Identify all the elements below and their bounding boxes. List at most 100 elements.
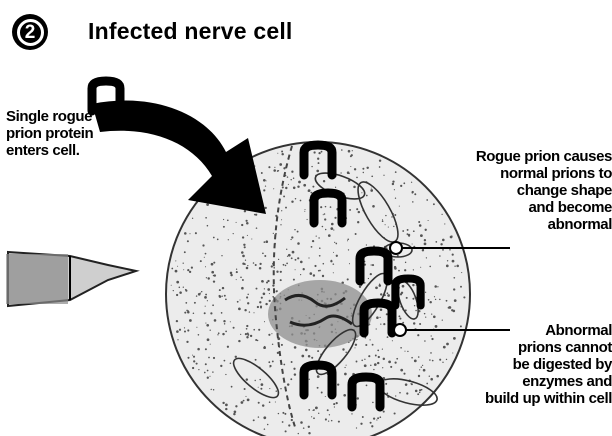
stipple-dot xyxy=(273,188,274,189)
stipple-dot xyxy=(230,274,232,276)
stipple-dot xyxy=(207,277,209,279)
stipple-dot xyxy=(184,327,185,328)
stipple-dot xyxy=(311,357,313,359)
stipple-dot xyxy=(211,263,214,266)
stipple-dot xyxy=(179,329,181,331)
stipple-dot xyxy=(312,240,314,242)
stipple-dot xyxy=(380,309,383,312)
stipple-dot xyxy=(198,369,199,370)
stipple-dot xyxy=(379,284,382,287)
stipple-dot xyxy=(424,340,426,342)
stipple-dot xyxy=(401,292,403,294)
stipple-dot xyxy=(311,416,312,417)
stipple-dot xyxy=(281,219,282,220)
stipple-dot xyxy=(213,262,215,264)
stipple-dot xyxy=(269,293,270,294)
stipple-dot xyxy=(175,260,176,261)
stipple-dot xyxy=(388,227,389,228)
stipple-dot xyxy=(376,328,377,329)
stipple-dot xyxy=(282,421,284,423)
stipple-dot xyxy=(418,356,420,358)
stipple-dot xyxy=(379,159,381,161)
stipple-dot xyxy=(291,257,293,259)
stipple-dot xyxy=(364,364,367,367)
stipple-dot xyxy=(431,335,432,336)
stipple-dot xyxy=(244,263,246,265)
stipple-dot xyxy=(250,335,252,337)
stipple-dot xyxy=(398,270,400,272)
stipple-dot xyxy=(221,312,223,314)
stipple-dot xyxy=(435,241,437,243)
stipple-dot xyxy=(175,270,178,273)
stipple-dot xyxy=(222,333,224,335)
stipple-dot xyxy=(356,177,358,179)
stipple-dot xyxy=(429,266,431,268)
stipple-dot xyxy=(237,301,239,303)
label-abnormal-prions: Abnormal prions cannot be digested by en… xyxy=(485,322,612,407)
stipple-dot xyxy=(294,346,297,349)
stipple-dot xyxy=(240,277,242,279)
stipple-dot xyxy=(192,355,193,356)
stipple-dot xyxy=(246,378,248,380)
stipple-dot xyxy=(410,383,411,384)
stipple-dot xyxy=(291,419,293,421)
stipple-dot xyxy=(305,349,308,352)
stipple-dot xyxy=(362,168,364,170)
stipple-dot xyxy=(206,324,209,327)
stipple-dot xyxy=(425,229,427,231)
stipple-dot xyxy=(323,180,325,182)
stipple-dot xyxy=(184,312,186,314)
stipple-dot xyxy=(415,390,418,393)
stipple-dot xyxy=(317,158,319,160)
stipple-dot xyxy=(379,317,380,318)
stipple-dot xyxy=(424,243,427,246)
stipple-dot xyxy=(193,360,195,362)
stipple-dot xyxy=(265,207,267,209)
stipple-dot xyxy=(278,259,279,260)
stipple-dot xyxy=(196,295,197,296)
stipple-dot xyxy=(198,334,200,336)
stipple-dot xyxy=(362,416,364,418)
stipple-dot xyxy=(259,263,261,265)
stipple-dot xyxy=(210,344,211,345)
stipple-dot xyxy=(204,296,207,299)
stipple-dot xyxy=(218,332,220,334)
stipple-dot xyxy=(288,254,291,257)
stipple-dot xyxy=(264,255,266,257)
stipple-dot xyxy=(331,420,333,422)
stipple-dot xyxy=(253,312,254,313)
stipple-dot xyxy=(200,260,202,262)
stipple-dot xyxy=(325,418,327,420)
stipple-dot xyxy=(288,424,290,426)
stipple-dot xyxy=(304,211,305,212)
stipple-dot xyxy=(333,252,334,253)
stipple-dot xyxy=(374,363,377,366)
stipple-dot xyxy=(281,210,282,211)
stipple-dot xyxy=(338,421,340,423)
stipple-dot xyxy=(370,273,372,275)
stipple-dot xyxy=(327,409,329,411)
stipple-dot xyxy=(247,265,248,266)
stipple-dot xyxy=(344,367,345,368)
stipple-dot xyxy=(241,224,243,226)
stipple-dot xyxy=(412,298,414,300)
stipple-dot xyxy=(394,266,396,268)
stipple-dot xyxy=(304,209,305,210)
stipple-dot xyxy=(233,233,234,234)
stipple-dot xyxy=(323,214,324,215)
stipple-dot xyxy=(197,348,200,351)
stipple-dot xyxy=(366,385,368,387)
stipple-dot xyxy=(347,240,348,241)
stipple-dot xyxy=(399,206,400,207)
stipple-dot xyxy=(323,263,325,265)
stipple-dot xyxy=(225,374,226,375)
stipple-dot xyxy=(441,214,442,215)
stipple-dot xyxy=(264,241,266,243)
stipple-dot xyxy=(191,267,193,269)
stipple-dot xyxy=(355,233,357,235)
stipple-dot xyxy=(208,357,210,359)
stipple-dot xyxy=(428,220,429,221)
stipple-dot xyxy=(295,269,296,270)
stipple-dot xyxy=(319,247,321,249)
stipple-dot xyxy=(300,274,301,275)
